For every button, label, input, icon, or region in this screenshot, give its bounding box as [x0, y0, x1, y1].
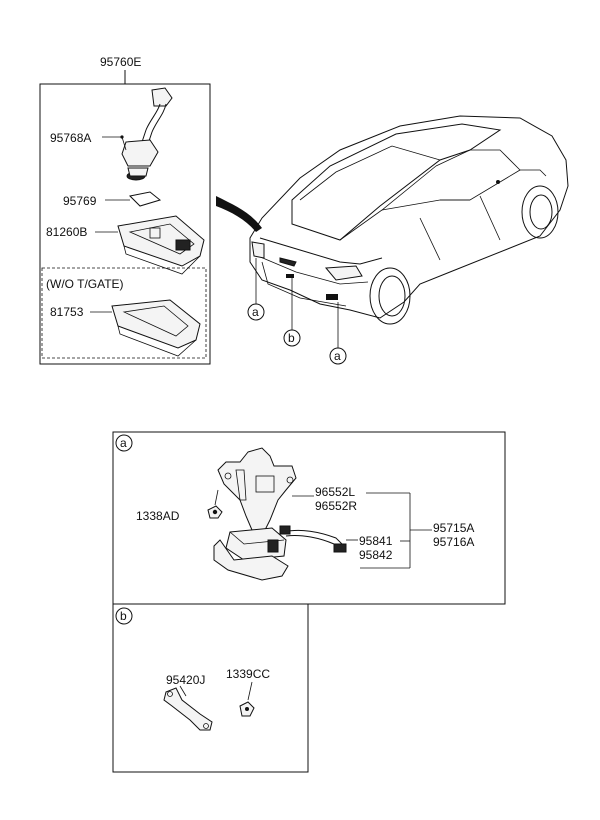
car-callout-b: b [288, 331, 295, 345]
camera-bracket-assembly [213, 447, 347, 581]
part-label-95715a: 95715A [433, 521, 474, 535]
car-callout-a-1: a [252, 305, 259, 319]
section-b-frame [112, 603, 309, 773]
top-group-frame [39, 83, 211, 365]
part-label-81753: 81753 [50, 305, 84, 319]
car-callout-a-2: a [334, 349, 341, 363]
part-label-95716a: 95716A [433, 535, 474, 549]
group-title-label: 95760E [100, 55, 141, 69]
part-label-1338ad: 1338AD [136, 509, 180, 523]
part-label-96552l: 96552L [315, 485, 355, 499]
car-illustration [216, 115, 569, 325]
lamp-camera-part [121, 87, 173, 181]
part-label-95420j: 95420J [166, 673, 205, 687]
section-a-tag: a [120, 436, 127, 450]
part-label-96552r: 96552R [315, 499, 357, 513]
part-label-81260b: 81260B [46, 225, 87, 239]
lamp-housing-part [117, 215, 205, 275]
variant-label: (W/O T/GATE) [46, 277, 124, 291]
part-label-95842: 95842 [359, 548, 393, 562]
variant-housing-part [111, 299, 201, 357]
section-a-frame [112, 431, 506, 605]
variant-frame [41, 267, 207, 359]
part-label-1339cc: 1339CC [226, 667, 270, 681]
part-label-95769: 95769 [63, 194, 97, 208]
part-label-95841: 95841 [359, 534, 393, 548]
bolt-1338ad [207, 505, 223, 519]
part-label-95768a: 95768A [50, 131, 91, 145]
wiring-bracket-95420j [163, 687, 213, 731]
gasket-part [128, 191, 162, 207]
section-b-tag: b [120, 609, 127, 623]
nut-1339cc [239, 701, 255, 717]
